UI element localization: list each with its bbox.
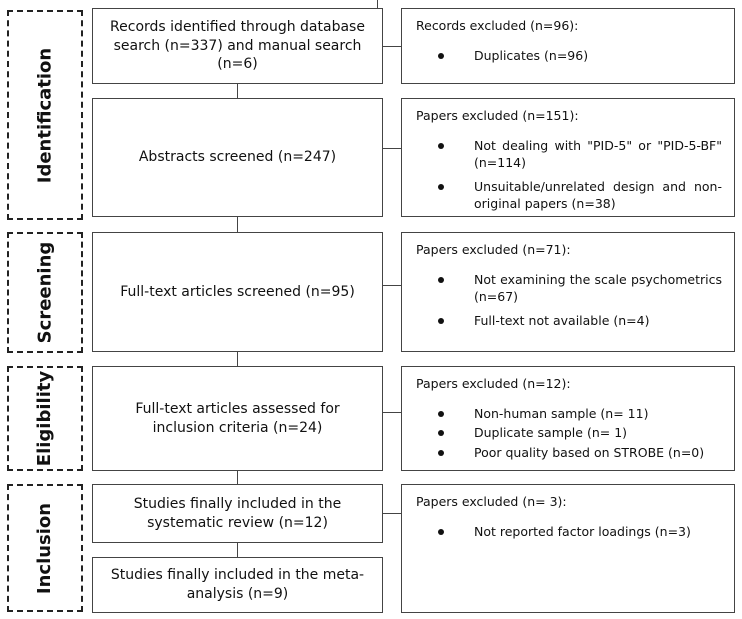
abstracts-excluded-title: Papers excluded (n=151): bbox=[416, 108, 579, 123]
list-item: Duplicates (n=96) bbox=[438, 47, 722, 65]
stage-identification-label: Identification bbox=[34, 47, 56, 183]
connector-2 bbox=[237, 217, 238, 232]
meta-analysis-text: Studies finally included in the meta-ana… bbox=[110, 567, 365, 602]
list-item: Not reported factor loadings (n=3) bbox=[438, 523, 722, 541]
records-excluded-title: Records excluded (n=96): bbox=[416, 18, 579, 33]
list-item: Poor quality based on STROBE (n=0) bbox=[438, 444, 722, 462]
stage-inclusion-label: Inclusion bbox=[34, 502, 56, 594]
stage-eligibility-label: Eligibility bbox=[34, 370, 56, 467]
box-abstracts-screened: Abstracts screened (n=247) bbox=[92, 98, 383, 217]
box-inclusion-excluded: Papers excluded (n= 3): Not reported fac… bbox=[401, 484, 735, 613]
list-item: Full-text not available (n=4) bbox=[438, 312, 722, 330]
list-item: Duplicate sample (n= 1) bbox=[438, 424, 722, 442]
connector-4 bbox=[237, 471, 238, 484]
inclusion-excluded-title: Papers excluded (n= 3): bbox=[416, 494, 567, 509]
list-item: Non-human sample (n= 11) bbox=[438, 405, 722, 423]
abstracts-screened-text: Abstracts screened (n=247) bbox=[138, 149, 337, 166]
stage-screening: Screening bbox=[7, 232, 83, 353]
box-records-excluded: Records excluded (n=96): Duplicates (n=9… bbox=[401, 8, 735, 84]
box-abstracts-excluded: Papers excluded (n=151): Not dealing wit… bbox=[401, 98, 735, 217]
fulltext-excluded-title: Papers excluded (n=71): bbox=[416, 242, 571, 257]
list-item: Not dealing with "PID-5" or "PID-5-BF" (… bbox=[438, 137, 722, 172]
box-systematic-review: Studies finally included in the systemat… bbox=[92, 484, 383, 543]
box-meta-analysis: Studies finally included in the meta-ana… bbox=[92, 557, 383, 613]
eligibility-excluded-title: Papers excluded (n=12): bbox=[416, 376, 571, 391]
connector-5 bbox=[237, 543, 238, 557]
inclusion-excluded-list: Not reported factor loadings (n=3) bbox=[416, 523, 722, 541]
branch-3 bbox=[383, 285, 401, 286]
branch-1 bbox=[383, 46, 401, 47]
stage-identification: Identification bbox=[7, 10, 83, 220]
list-item: Unsuitable/unrelated design and non-orig… bbox=[438, 178, 722, 213]
stage-eligibility: Eligibility bbox=[7, 366, 83, 471]
records-excluded-list: Duplicates (n=96) bbox=[416, 47, 722, 65]
box-fulltext-excluded: Papers excluded (n=71): Not examining th… bbox=[401, 232, 735, 352]
fulltext-assessed-text: Full-text articles assessed for inclusio… bbox=[135, 400, 340, 436]
stage-inclusion: Inclusion bbox=[7, 484, 83, 612]
systematic-review-text: Studies finally included in the systemat… bbox=[133, 495, 342, 531]
box-eligibility-excluded: Papers excluded (n=12): Non-human sample… bbox=[401, 366, 735, 471]
eligibility-excluded-list: Non-human sample (n= 11) Duplicate sampl… bbox=[416, 405, 722, 462]
branch-5 bbox=[383, 513, 401, 514]
box-fulltext-screened: Full-text articles screened (n=95) bbox=[92, 232, 383, 352]
fulltext-excluded-list: Not examining the scale psychometrics (n… bbox=[416, 271, 722, 330]
fulltext-screened-text: Full-text articles screened (n=95) bbox=[120, 283, 355, 300]
records-identified-text: Records identified through database sear… bbox=[110, 18, 365, 73]
branch-2 bbox=[383, 148, 401, 149]
connector-1 bbox=[237, 84, 238, 98]
connector-3 bbox=[237, 352, 238, 366]
list-item: Not examining the scale psychometrics (n… bbox=[438, 271, 722, 306]
abstracts-excluded-list: Not dealing with "PID-5" or "PID-5-BF" (… bbox=[416, 137, 722, 213]
box-records-identified: Records identified through database sear… bbox=[92, 8, 383, 84]
connector-top bbox=[377, 0, 378, 8]
stage-screening-label: Screening bbox=[34, 241, 56, 344]
box-fulltext-assessed: Full-text articles assessed for inclusio… bbox=[92, 366, 383, 471]
branch-4 bbox=[383, 412, 401, 413]
